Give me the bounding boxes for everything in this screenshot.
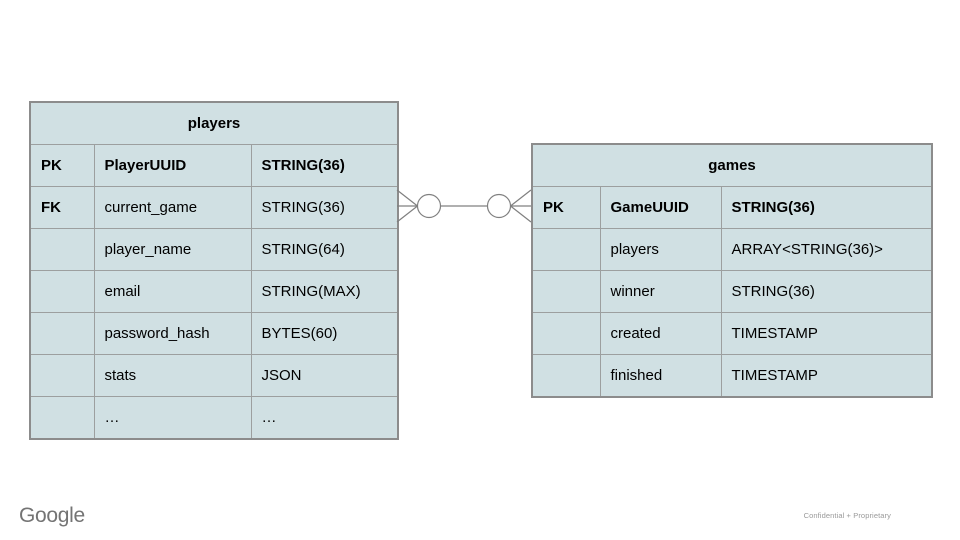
type-cell: TIMESTAMP (720, 312, 933, 355)
type-cell: STRING(64) (250, 228, 399, 271)
table-row: … … (29, 396, 399, 440)
name-cell: winner (599, 270, 722, 313)
players-title-row: players (29, 101, 399, 145)
table-row: email STRING(MAX) (29, 270, 399, 313)
type-cell: BYTES(60) (250, 312, 399, 355)
key-cell (531, 354, 601, 398)
type-cell: STRING(36) (720, 186, 933, 229)
type-cell: STRING(MAX) (250, 270, 399, 313)
key-cell (29, 396, 95, 440)
name-cell: stats (93, 354, 252, 397)
relationship-connector (396, 189, 532, 223)
table-row: PK PlayerUUID STRING(36) (29, 144, 399, 187)
table-row: finished TIMESTAMP (531, 354, 933, 398)
key-cell: FK (29, 186, 95, 229)
type-cell: JSON (250, 354, 399, 397)
name-cell: password_hash (93, 312, 252, 355)
crowfoot-right (510, 189, 532, 223)
google-logo: Google (19, 504, 85, 527)
table-row: FK current_game STRING(36) (29, 186, 399, 229)
table-title: players (29, 101, 399, 145)
type-cell: … (250, 396, 399, 440)
table-row: stats JSON (29, 354, 399, 397)
crowfoot-left (396, 189, 418, 223)
table-row: winner STRING(36) (531, 270, 933, 313)
type-cell: STRING(36) (250, 144, 399, 187)
name-cell: created (599, 312, 722, 355)
zero-circle-right (486, 193, 512, 219)
name-cell: current_game (93, 186, 252, 229)
name-cell: … (93, 396, 252, 440)
name-cell: players (599, 228, 722, 271)
table-row: password_hash BYTES(60) (29, 312, 399, 355)
confidential-note: Confidential + Proprietary (803, 511, 891, 520)
name-cell: finished (599, 354, 722, 398)
key-cell (531, 270, 601, 313)
games-title-row: games (531, 143, 933, 187)
name-cell: email (93, 270, 252, 313)
type-cell: ARRAY<STRING(36)> (720, 228, 933, 271)
type-cell: TIMESTAMP (720, 354, 933, 398)
type-cell: STRING(36) (720, 270, 933, 313)
table-row: PK GameUUID STRING(36) (531, 186, 933, 229)
key-cell: PK (29, 144, 95, 187)
name-cell: PlayerUUID (93, 144, 252, 187)
name-cell: GameUUID (599, 186, 722, 229)
table-row: player_name STRING(64) (29, 228, 399, 271)
key-cell: PK (531, 186, 601, 229)
zero-circle-left (416, 193, 442, 219)
games-table: games PK GameUUID STRING(36) players ARR… (531, 143, 934, 398)
key-cell (29, 270, 95, 313)
name-cell: player_name (93, 228, 252, 271)
table-title: games (531, 143, 933, 187)
key-cell (29, 228, 95, 271)
key-cell (531, 228, 601, 271)
table-row: created TIMESTAMP (531, 312, 933, 355)
key-cell (29, 312, 95, 355)
players-table: players PK PlayerUUID STRING(36) FK curr… (29, 101, 400, 440)
key-cell (531, 312, 601, 355)
table-row: players ARRAY<STRING(36)> (531, 228, 933, 271)
type-cell: STRING(36) (250, 186, 399, 229)
key-cell (29, 354, 95, 397)
